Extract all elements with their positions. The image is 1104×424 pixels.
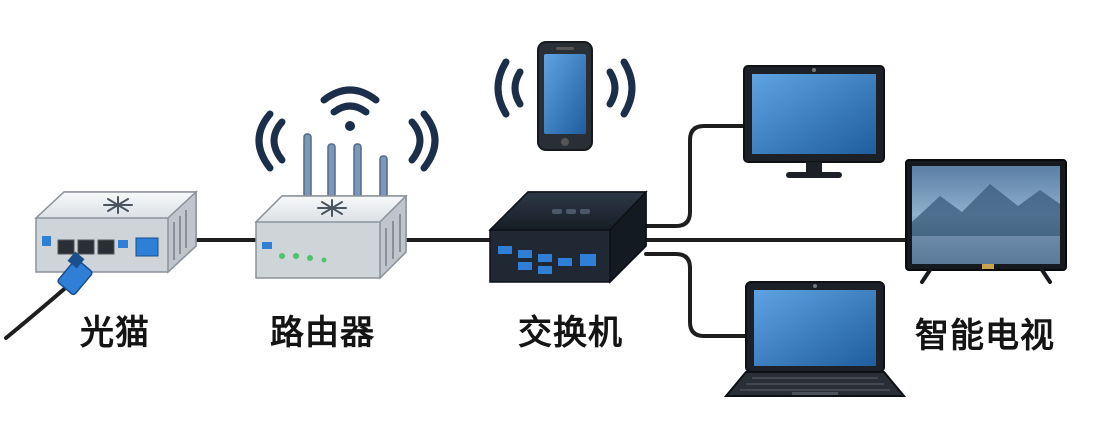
cable-switch-monitor [644, 124, 750, 228]
switch-device [488, 190, 648, 284]
switch-port [558, 258, 572, 266]
brand-logo-icon [317, 199, 347, 217]
status-led [279, 253, 285, 259]
switch-port [498, 246, 512, 254]
monitor-icon [743, 65, 885, 178]
laptop-icon [723, 281, 907, 397]
modem-usb-port [42, 236, 51, 246]
status-led [307, 255, 313, 261]
brand-logo-icon [103, 196, 133, 214]
tv-label: 智能电视 [915, 316, 1055, 356]
modem-label: 光猫 [80, 313, 150, 353]
switch-label: 交换机 [518, 313, 623, 353]
switch-port [580, 254, 596, 266]
router-device [254, 86, 439, 280]
fiber-connector [57, 258, 93, 296]
switch-port [518, 262, 532, 270]
smart-tv-icon [905, 159, 1067, 284]
switch-port [538, 266, 552, 274]
wifi-icon [255, 86, 439, 172]
fiber-cable [4, 282, 72, 340]
switch-port [538, 254, 552, 262]
status-led [293, 253, 299, 259]
router-label: 路由器 [270, 313, 375, 353]
smartphone-icon [494, 41, 636, 151]
wifi-icon [494, 58, 636, 118]
cables [4, 124, 910, 340]
switch-port [518, 250, 532, 258]
cable-switch-laptop [644, 252, 748, 338]
status-led [321, 257, 327, 263]
modem-device [34, 190, 198, 296]
